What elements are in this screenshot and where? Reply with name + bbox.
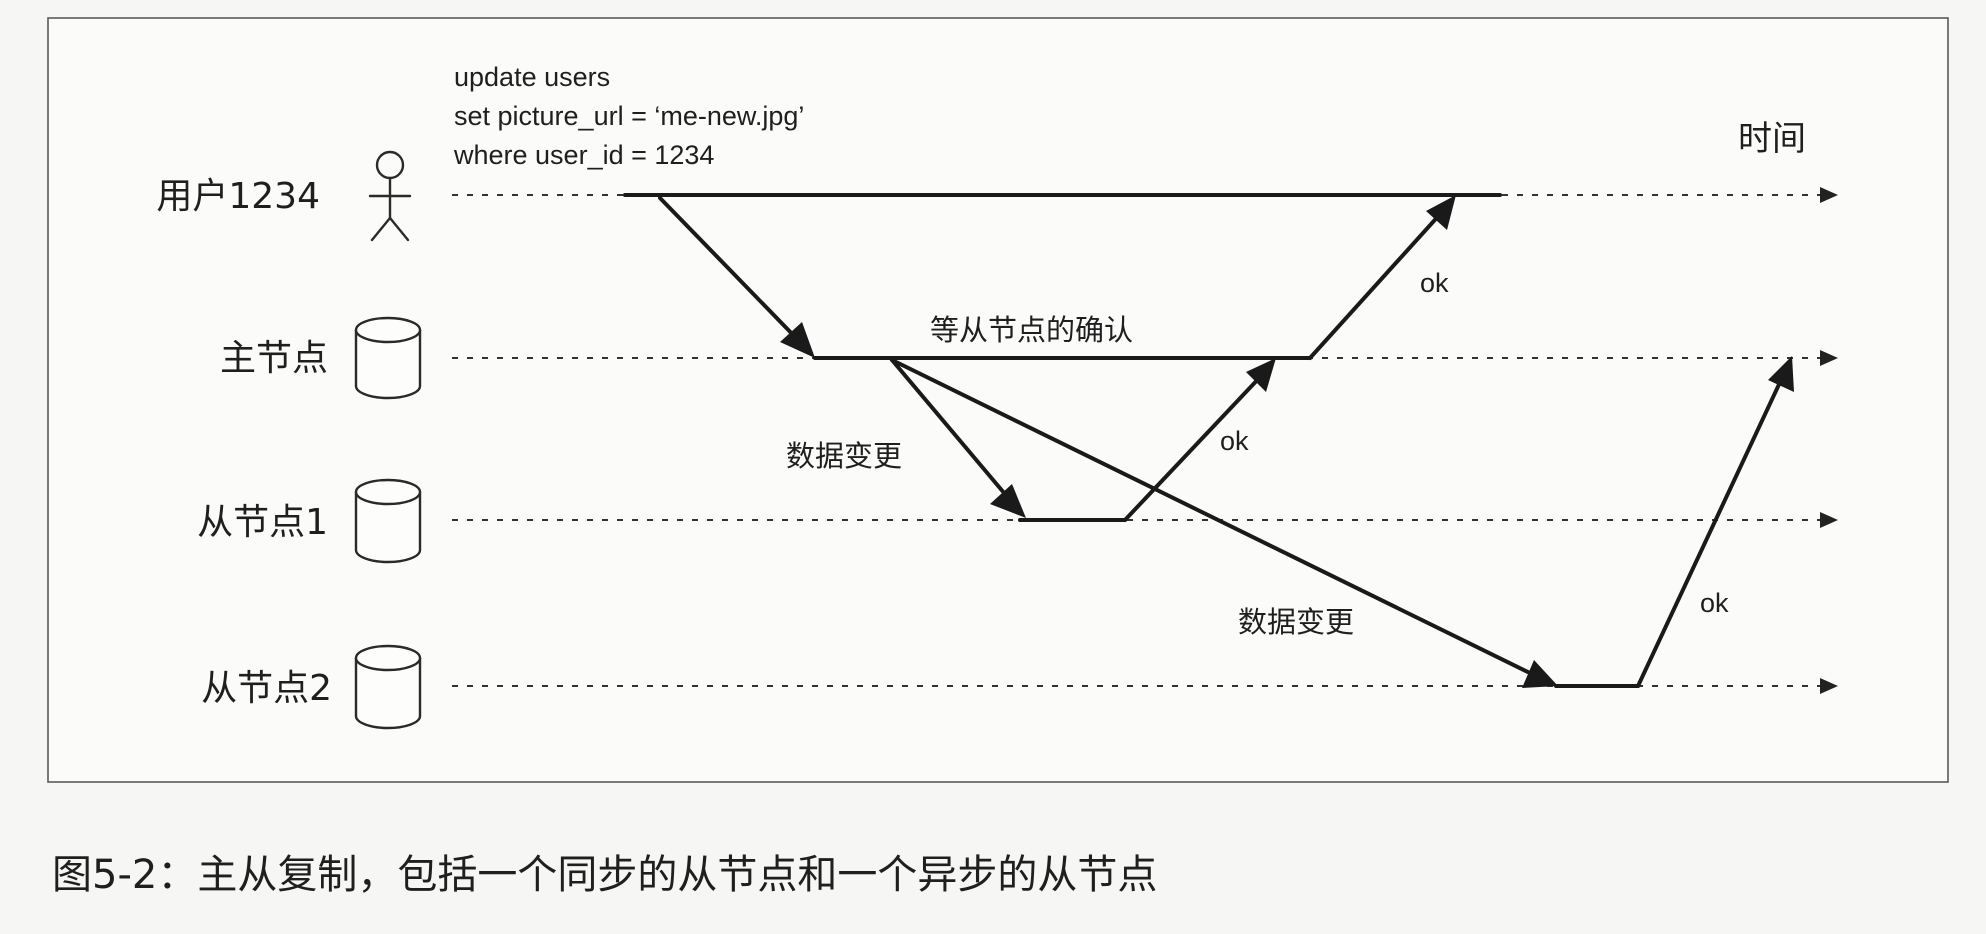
sql-line-2: set picture_url = ‘me-new.jpg’ — [454, 101, 804, 131]
timeline-follower1-arrow — [1820, 512, 1838, 528]
user-person-icon — [368, 150, 412, 242]
node-label-leader: 主节点 — [220, 338, 328, 379]
leader-to-follower1-arrow — [890, 358, 1012, 502]
message-flows — [623, 193, 1794, 688]
follower1-ok-arrowhead — [1246, 358, 1276, 392]
time-label: 时间 — [1738, 119, 1806, 159]
leader-to-follower2-arrow — [890, 358, 1538, 678]
ok-label-follower1: ok — [1220, 426, 1249, 456]
follower2-database-icon — [354, 644, 422, 730]
ok-label-user: ok — [1420, 268, 1449, 298]
follower2-ok-arrowhead — [1768, 356, 1794, 392]
wait-confirm-label: 等从节点的确认 — [930, 313, 1133, 347]
diagram-frame — [47, 17, 1949, 783]
node-label-follower2: 从节点2 — [201, 668, 332, 709]
leader-ok-arrowhead — [1426, 195, 1456, 230]
follower2-ok-arrow — [1636, 376, 1784, 688]
ok-label-follower2: ok — [1700, 588, 1729, 618]
timeline-user-arrow — [1820, 187, 1838, 203]
figure-caption: 图5-2：主从复制，包括一个同步的从节点和一个异步的从节点 — [52, 852, 1158, 898]
data-change-label-1: 数据变更 — [786, 439, 902, 473]
data-change-label-2: 数据变更 — [1238, 605, 1354, 639]
sql-line-3: where user_id = 1234 — [453, 140, 714, 170]
follower1-database-icon — [354, 478, 422, 564]
leader-to-follower1-arrowhead — [990, 484, 1026, 518]
leader-to-follower2-arrowhead — [1522, 660, 1558, 688]
timeline-leader-arrow — [1820, 350, 1838, 366]
node-label-follower1: 从节点1 — [197, 502, 328, 543]
sql-line-1: update users — [454, 62, 610, 92]
follower1-ok-arrow — [1123, 373, 1264, 522]
leader-database-icon — [354, 316, 422, 400]
timeline-follower2-arrow — [1820, 678, 1838, 694]
request-to-leader-arrowhead — [780, 322, 815, 358]
leader-ok-arrow — [1308, 210, 1444, 360]
node-label-user: 用户1234 — [156, 176, 320, 217]
request-to-leader-arrow — [658, 196, 802, 344]
sql-statement: update users set picture_url = ‘me-new.j… — [453, 62, 804, 170]
